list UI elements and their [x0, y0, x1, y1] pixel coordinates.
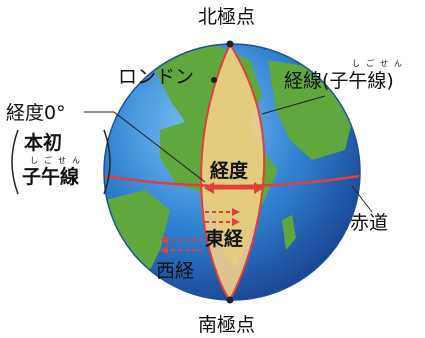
longitude-arrowhead-right: [254, 182, 264, 194]
longitude-arrowhead-left: [204, 182, 214, 194]
west-longitude-arrowheads: [160, 236, 168, 254]
london-label: ロンドン: [118, 66, 195, 88]
south-america-landmass: [105, 190, 170, 300]
longitude-label: 経度: [210, 160, 249, 182]
prime-meridian-label-line1: 本初: [24, 132, 63, 154]
madagascar-landmass: [282, 215, 296, 250]
east-longitude-arrowheads: [232, 208, 240, 226]
east-longitude-arrows: [205, 211, 236, 223]
prime-meridian-leader: [84, 111, 206, 183]
prime-meridian-line: [200, 44, 231, 300]
prime-meridian-bracket-left: [11, 129, 19, 195]
north-pole-dot: [226, 40, 234, 48]
south-pole-label: 南極点: [198, 314, 256, 336]
equator-line: [104, 174, 360, 188]
longitude-zero-label: 経度0°: [6, 102, 66, 124]
london-dot: [211, 77, 217, 83]
east-longitude-label: 東経: [205, 228, 244, 250]
meridian-ruby: しごせん: [352, 59, 408, 68]
equator-leader: [351, 185, 373, 213]
west-longitude-arrows: [164, 239, 202, 251]
prime-meridian-label-line2: 子午線: [22, 166, 80, 188]
north-pole-label: 北極点: [198, 6, 256, 28]
meridian-band: [201, 44, 265, 300]
meridian-leader: [261, 95, 326, 115]
south-pole-dot: [226, 296, 234, 304]
prime-meridian-bracket-right: [103, 129, 111, 195]
equator-label: 赤道: [350, 212, 389, 234]
prime-meridian-ruby: しごせん: [30, 156, 86, 165]
meridian-line: [229, 44, 266, 300]
meridian-label: 経線(子午線): [284, 70, 394, 92]
west-longitude-label: 西経: [156, 260, 195, 282]
